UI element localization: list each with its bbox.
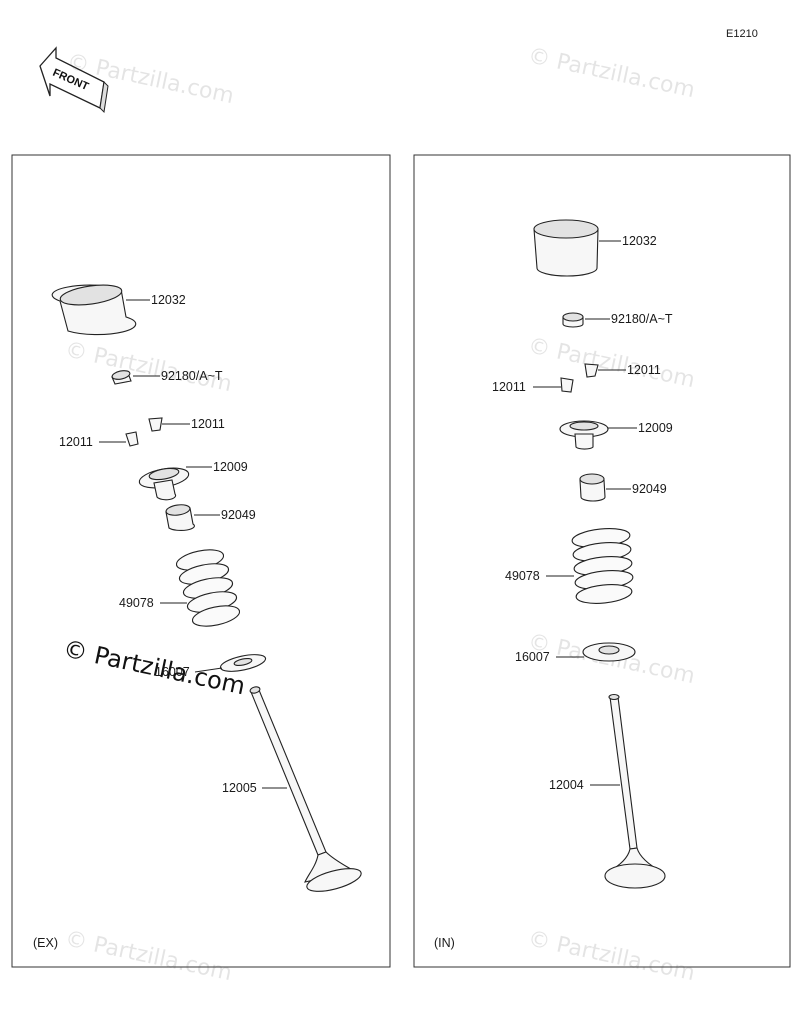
exhaust-seal-part-number: 92049 <box>221 508 256 522</box>
exhaust-valve-spring <box>175 549 241 627</box>
exhaust-valve-lifter <box>51 284 137 336</box>
intake-valve-lifter <box>533 219 599 277</box>
intake-cotter-lower-part-number: 12011 <box>492 380 526 394</box>
intake-seal-part-number: 92049 <box>632 482 667 496</box>
exhaust-valve-cotter-upper <box>148 417 163 432</box>
watermark: © Partzilla.com <box>526 926 697 986</box>
intake-valve-spring-retainer <box>559 420 609 450</box>
intake-panel-label: (IN) <box>434 936 455 950</box>
exhaust-cotter-lower-part-number: 12011 <box>59 435 93 449</box>
watermark: © Partzilla.com <box>526 43 697 103</box>
exhaust-valve-spring-retainer <box>138 467 190 501</box>
watermark: © Partzilla.com <box>526 333 697 393</box>
exhaust-valve-cotter-lower <box>125 431 139 447</box>
exhaust-valve <box>249 686 362 892</box>
exhaust-seat-part-number: 16007 <box>155 665 190 679</box>
intake-valve-shim <box>562 312 584 328</box>
exhaust-retainer-part-number: 12009 <box>213 460 248 474</box>
exhaust-lifter-part-number: 12032 <box>151 293 186 307</box>
intake-shim-part-number: 92180/A~T <box>611 312 673 326</box>
intake-valve-part-number: 12004 <box>549 778 584 792</box>
intake-seat-part-number: 16007 <box>515 650 550 664</box>
watermark: © Partzilla.com <box>63 337 234 397</box>
intake-valve-stem-seal <box>579 473 606 502</box>
exhaust-valve-spring-seat <box>219 654 267 672</box>
diagram-code: E1210 <box>726 28 758 40</box>
intake-cotter-upper-part-number: 12011 <box>627 363 661 377</box>
intake-valve-spring <box>571 527 634 604</box>
intake-lifter-part-number: 12032 <box>622 234 657 248</box>
intake-valve-cotter-lower <box>560 377 574 393</box>
exhaust-panel-label: (EX) <box>33 936 58 950</box>
intake-valve <box>604 693 666 889</box>
intake-valve-cotter-upper <box>584 363 599 378</box>
intake-spring-part-number: 49078 <box>505 569 540 583</box>
exhaust-panel <box>11 154 391 968</box>
intake-retainer-part-number: 12009 <box>638 421 673 435</box>
exhaust-cotter-upper-part-number: 12011 <box>191 417 225 431</box>
intake-panel <box>413 154 791 968</box>
exhaust-spring-part-number: 49078 <box>119 596 154 610</box>
exhaust-valve-shim <box>111 370 132 385</box>
intake-valve-spring-seat <box>582 642 636 662</box>
exhaust-shim-part-number: 92180/A~T <box>161 369 223 383</box>
exhaust-valve-part-number: 12005 <box>222 781 257 795</box>
exhaust-valve-stem-seal <box>165 504 195 532</box>
watermark: © Partzilla.com <box>63 926 234 986</box>
